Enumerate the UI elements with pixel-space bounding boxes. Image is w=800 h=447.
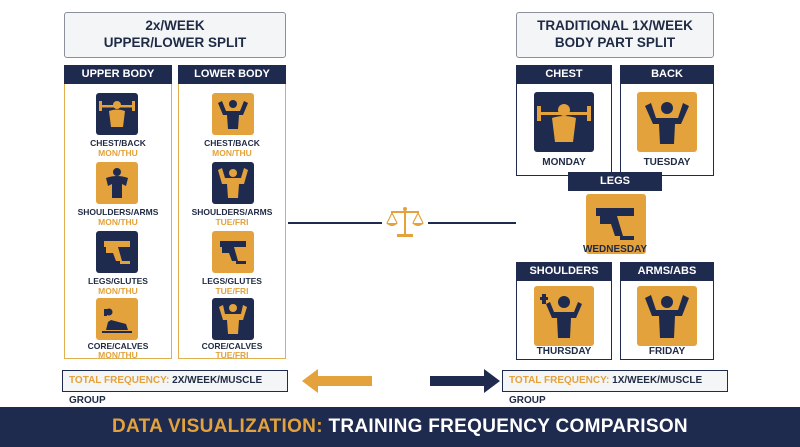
- connector-line-right: [428, 222, 516, 224]
- arms-column: [620, 281, 714, 360]
- chest-column: [516, 84, 612, 176]
- footer-banner: DATA VISUALIZATION: TRAINING FREQUENCY C…: [0, 407, 800, 447]
- left-frequency-key: TOTAL FREQUENCY:: [69, 375, 170, 386]
- back-column: [620, 84, 714, 176]
- upper-item-2-name: SHOULDERS/ARMS: [77, 207, 159, 217]
- bench-press-icon: [96, 93, 138, 135]
- arrow-left-icon: [302, 369, 372, 393]
- upper-item-1-name: CHEST/BACK: [90, 138, 146, 148]
- legs-icon: [96, 231, 138, 273]
- right-frequency-key: TOTAL FREQUENCY:: [509, 375, 610, 386]
- legs-squat-icon: [586, 194, 646, 254]
- shoulders-day: THURSDAY: [536, 346, 592, 357]
- lower-item-4-name: CORE/CALVES: [201, 341, 263, 351]
- left-title-line1: 2x/WEEK: [145, 18, 205, 33]
- torso-flex-icon: [212, 298, 254, 340]
- connector-line-left: [288, 222, 382, 224]
- right-panel-title: TRADITIONAL 1X/WEEK BODY PART SPLIT: [516, 12, 714, 58]
- lower-item-2-days: TUE/FRI: [215, 217, 249, 227]
- arms-day: FRIDAY: [648, 346, 686, 357]
- left-frequency-box: TOTAL FREQUENCY: 2X/WEEK/MUSCLE GROUP: [62, 370, 288, 406]
- biceps-flex-icon: [212, 162, 254, 204]
- shoulders-icon: [96, 162, 138, 204]
- banner-key: DATA VISUALIZATION:: [112, 416, 323, 437]
- chest-bench-press-icon: [534, 92, 594, 152]
- chest-header: CHEST: [516, 65, 612, 84]
- lower-body-header: LOWER BODY: [178, 65, 286, 84]
- upper-item-4-days: MON/THU: [98, 350, 138, 360]
- shoulders-dumbbell-press-icon: [534, 286, 594, 346]
- lower-body-column: [178, 84, 286, 359]
- right-frequency-value: 1X/WEEK/MUSCLE GROUP: [509, 375, 703, 406]
- lower-item-4-days: TUE/FRI: [215, 350, 249, 360]
- right-frequency-box: TOTAL FREQUENCY: 1X/WEEK/MUSCLE GROUP: [502, 370, 728, 406]
- right-title-line1: TRADITIONAL 1X/WEEK: [537, 18, 693, 33]
- core-icon: [96, 298, 138, 340]
- legs-header: LEGS: [568, 172, 662, 191]
- arms-biceps-flex-icon: [637, 286, 697, 346]
- upper-body-header: UPPER BODY: [64, 65, 172, 84]
- left-title-line2: UPPER/LOWER SPLIT: [103, 35, 247, 50]
- lower-item-1-name: CHEST/BACK: [204, 138, 260, 148]
- back-flex-large-icon: [637, 92, 697, 152]
- balance-scale-icon: [383, 204, 427, 242]
- back-flex-icon: [212, 93, 254, 135]
- legs-day: WEDNESDAY: [582, 244, 648, 255]
- arrow-right-icon: [430, 369, 500, 393]
- upper-item-2-days: MON/THU: [98, 217, 138, 227]
- shoulders-column: [516, 281, 612, 360]
- shoulders-header: SHOULDERS: [516, 262, 612, 281]
- left-frequency-value: 2X/WEEK/MUSCLE GROUP: [69, 375, 263, 406]
- lower-item-3-name: LEGS/GLUTES: [202, 276, 262, 286]
- arms-header: ARMS/ABS: [620, 262, 714, 281]
- lower-item-2-name: SHOULDERS/ARMS: [191, 207, 273, 217]
- banner-value: TRAINING FREQUENCY COMPARISON: [328, 416, 688, 437]
- lower-item-3-days: TUE/FRI: [215, 286, 249, 296]
- back-day: TUESDAY: [643, 157, 691, 168]
- lower-item-1-days: MON/THU: [212, 148, 252, 158]
- right-title-line2: BODY PART SPLIT: [554, 35, 676, 50]
- upper-item-4-name: CORE/CALVES: [87, 341, 149, 351]
- chest-day: MONDAY: [542, 157, 586, 168]
- upper-body-column: [64, 84, 172, 359]
- squat-icon: [212, 231, 254, 273]
- back-header: BACK: [620, 65, 714, 84]
- upper-item-3-days: MON/THU: [98, 286, 138, 296]
- upper-item-3-name: LEGS/GLUTES: [88, 276, 148, 286]
- left-panel-title: 2x/WEEK UPPER/LOWER SPLIT: [64, 12, 286, 58]
- upper-item-1-days: MON/THU: [98, 148, 138, 158]
